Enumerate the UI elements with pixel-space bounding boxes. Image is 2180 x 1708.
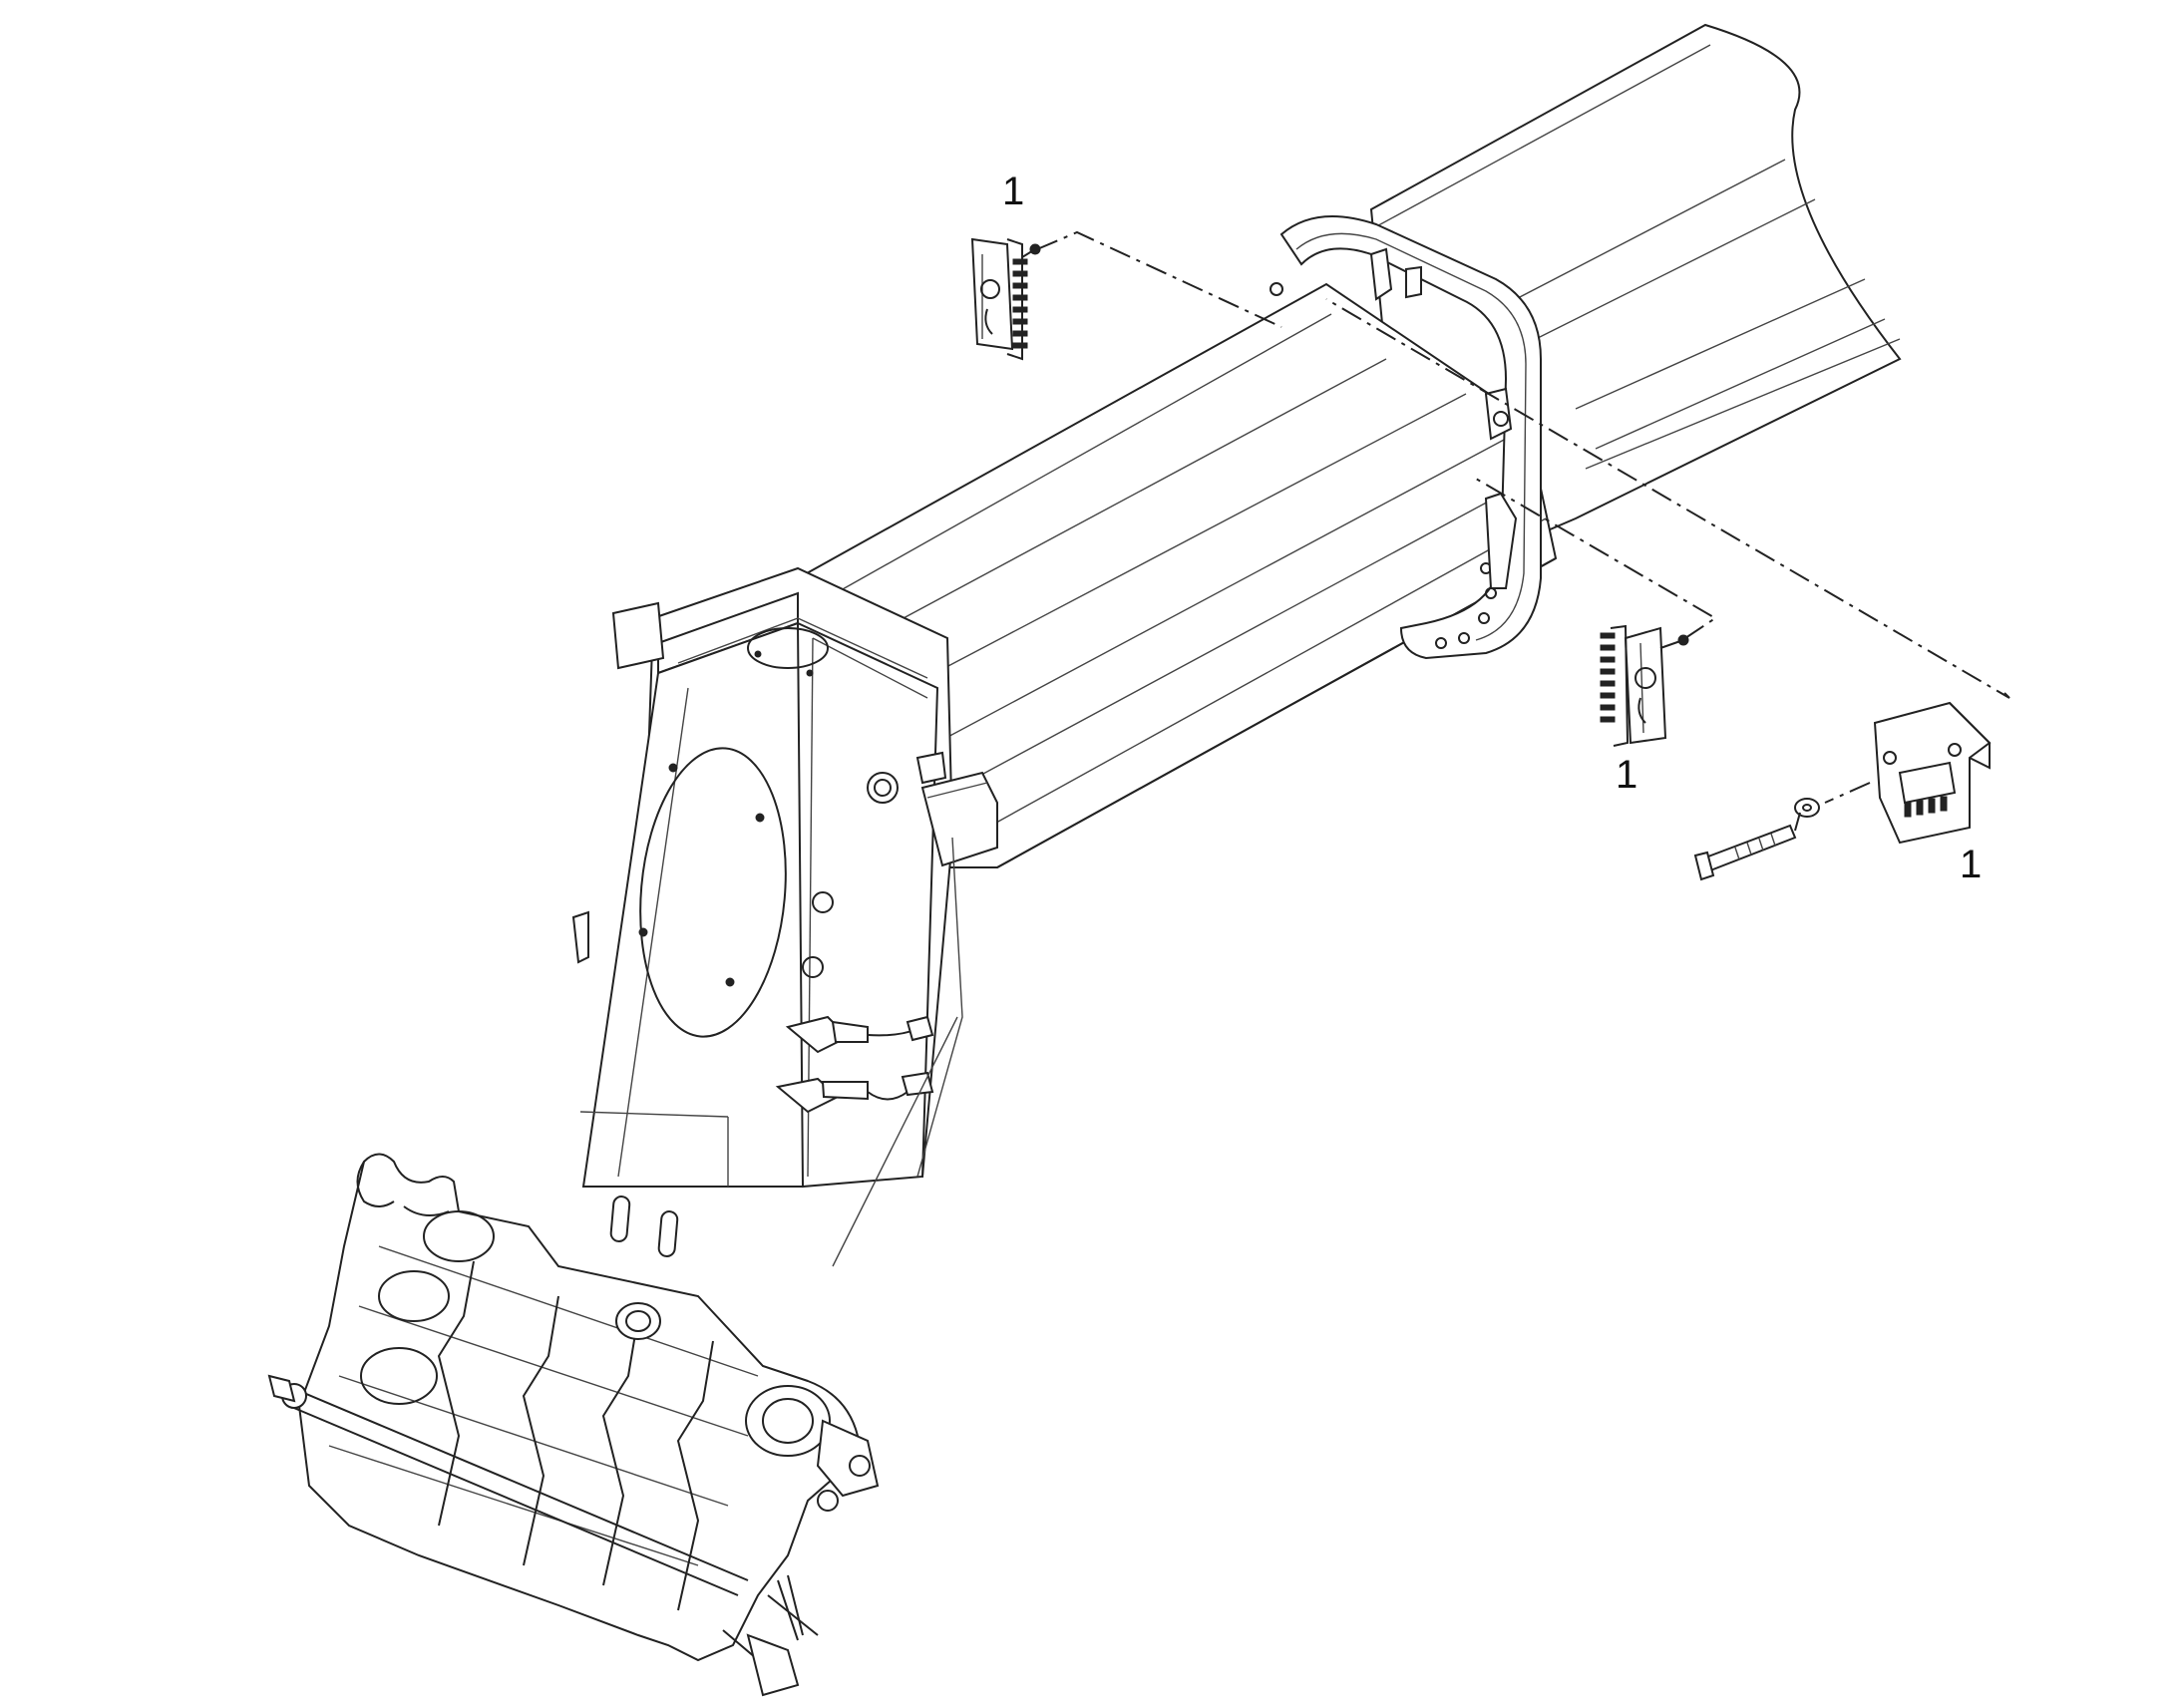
side-pad-left	[611, 601, 665, 670]
boom-head-assembly	[571, 566, 998, 1267]
boom-collar-ring	[1270, 215, 1542, 660]
quick-coupler	[267, 1153, 880, 1697]
washer	[1794, 798, 1820, 818]
callout-label-right: 1	[1960, 843, 1982, 886]
bracket-teeth	[1904, 796, 1948, 818]
callout-label-middle: 1	[1616, 753, 1637, 797]
dash-line-top	[1036, 230, 1282, 328]
dash-line-right	[1325, 298, 2010, 699]
hydraulic-fittings	[775, 891, 934, 1114]
dash-line-bolt-end	[1794, 812, 1801, 832]
bracket-plate-right	[1873, 701, 1992, 845]
wear-pad-middle	[1600, 624, 1689, 747]
dash-line-middle	[1475, 478, 1717, 639]
wear-pad-teeth-middle	[1600, 632, 1616, 723]
side-cover-plate	[639, 747, 787, 1038]
callout-label-top: 1	[1002, 170, 1024, 213]
bolt	[1693, 824, 1797, 881]
top-cover-plate	[747, 627, 829, 669]
dash-line-bolt	[1824, 782, 1871, 804]
side-pad-right	[920, 771, 998, 867]
wear-pad-teeth	[1012, 258, 1028, 349]
wear-pad-top	[970, 237, 1041, 361]
pivot-boss	[745, 1385, 831, 1457]
